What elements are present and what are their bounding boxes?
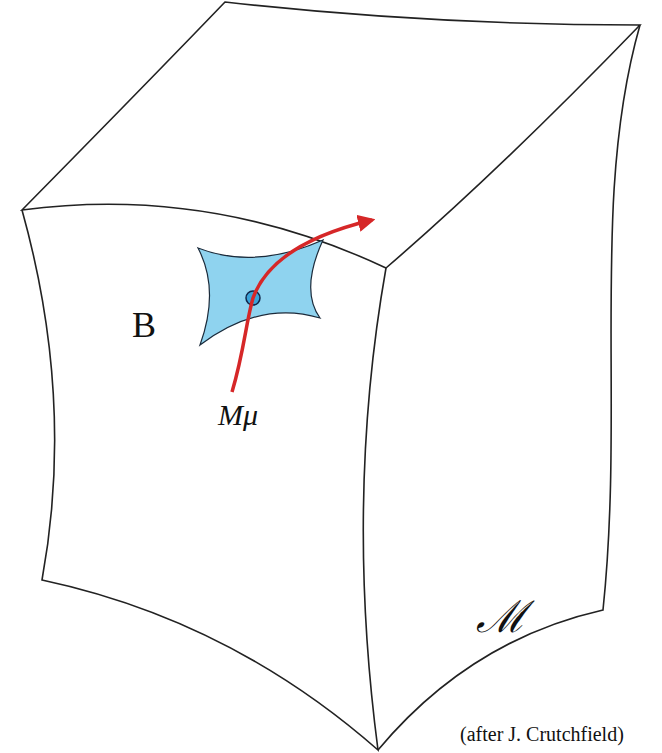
basin-region: B (190, 235, 330, 350)
trajectory-label: Mμ (218, 400, 258, 430)
basin-region-outline (190, 235, 330, 350)
basin-label: B (132, 307, 156, 343)
manifold-label: ℳ (476, 596, 527, 640)
attribution-note: (after J. Crutchfield) (460, 724, 624, 744)
